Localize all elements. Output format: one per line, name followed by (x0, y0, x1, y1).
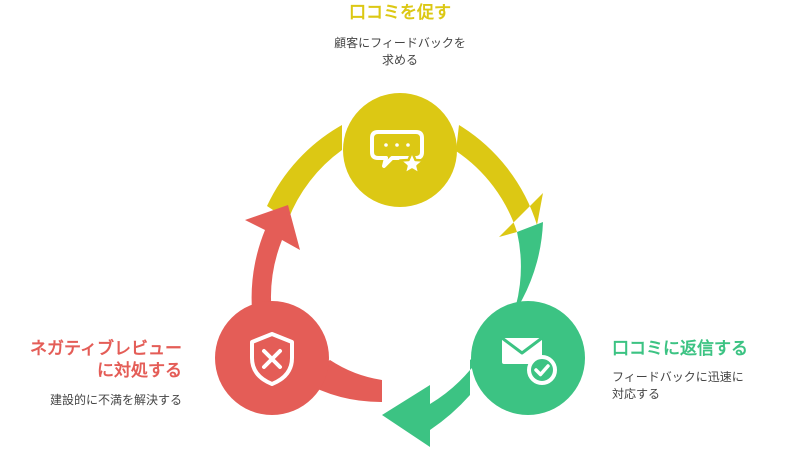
node-circle-top (343, 93, 457, 207)
arc-left-circle-to-top (245, 205, 382, 403)
node-title-top: 口コミを促す (349, 3, 451, 23)
arc-left-to-top (267, 125, 342, 220)
node-desc-left: 建設的に不満を解決する (49, 393, 182, 407)
arc-top-to-right (456, 125, 543, 237)
node-desc-top: 顧客にフィードバックを 求める (334, 36, 466, 67)
node-desc-right: フィードバックに迅速に 対応する (612, 370, 744, 401)
chat-star-icon (370, 130, 426, 176)
node-title-left: ネガティブレビュー に対処する (30, 339, 182, 381)
node-title-right: 口コミに返信する (612, 339, 748, 359)
mail-check-icon (501, 336, 557, 385)
shield-x-icon (250, 332, 294, 386)
arc-right-to-left (382, 222, 543, 447)
